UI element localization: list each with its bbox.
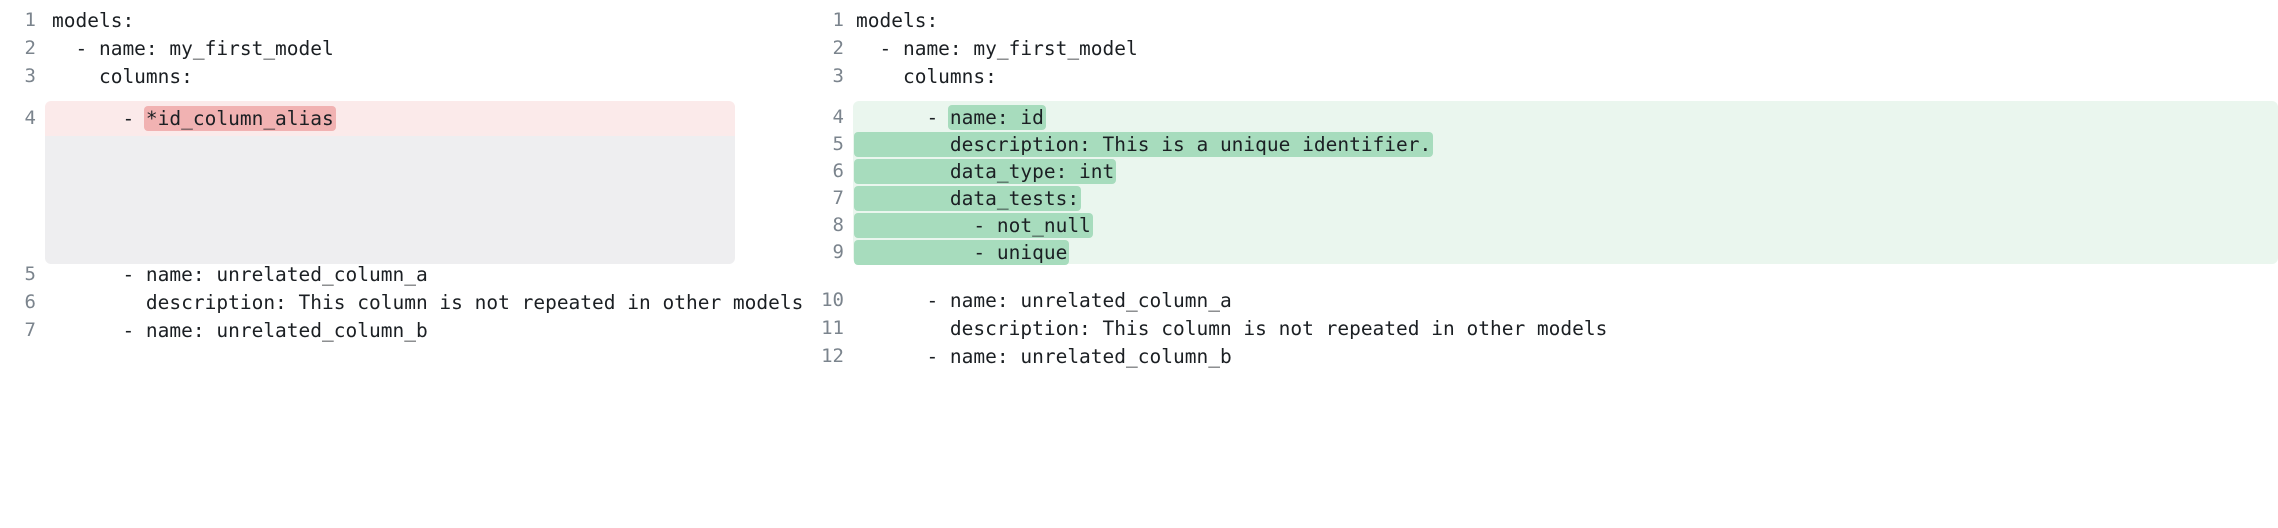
code-line-added[interactable]: 7 data_tests: xyxy=(800,185,2278,212)
added-token: data_type: int xyxy=(854,159,1117,184)
line-number: 6 xyxy=(24,290,36,313)
code-line[interactable]: 10 - name: unrelated_column_a xyxy=(800,286,2278,314)
line-number: 5 xyxy=(832,133,844,155)
line-number: 3 xyxy=(24,64,36,87)
code-line[interactable]: 1 models: xyxy=(800,6,2278,34)
added-token: data_tests: xyxy=(854,186,1082,211)
line-number: 1 xyxy=(24,8,36,31)
code-line[interactable]: 11 description: This column is not repea… xyxy=(800,314,2278,342)
code-line-added[interactable]: 6 data_type: int xyxy=(800,158,2278,185)
removed-placeholder-spacer xyxy=(0,132,800,260)
code-line[interactable]: 3 columns: xyxy=(800,62,2278,90)
line-content: - unique xyxy=(844,239,1070,266)
line-content: - name: unrelated_column_a xyxy=(52,262,428,286)
line-number: 4 xyxy=(832,106,844,128)
line-number: 6 xyxy=(832,160,844,182)
code-line[interactable]: 6 description: This column is not repeat… xyxy=(0,288,804,316)
line-content: models: xyxy=(856,8,939,32)
line-number: 9 xyxy=(832,241,844,263)
code-line[interactable]: 12 - name: unrelated_column_b xyxy=(800,342,2278,370)
line-number: 8 xyxy=(832,214,844,236)
line-content: - name: my_first_model xyxy=(52,36,334,60)
code-line-removed[interactable]: 4 - *id_column_alias xyxy=(0,104,800,132)
line-number: 5 xyxy=(24,262,36,285)
added-token: - unique xyxy=(854,240,1070,265)
removed-placeholder-band xyxy=(45,136,735,264)
line-number: 11 xyxy=(821,316,844,339)
line-content: - name: my_first_model xyxy=(856,36,1138,60)
line-number: 3 xyxy=(832,64,844,87)
line-number: 2 xyxy=(832,36,844,59)
code-line[interactable]: 1 models: xyxy=(0,6,800,34)
code-line-added[interactable]: 8 - not_null xyxy=(800,212,2278,239)
line-content: description: This column is not repeated… xyxy=(52,290,804,314)
line-content: data_tests: xyxy=(844,185,1082,212)
line-prefix: - xyxy=(52,106,146,130)
code-line[interactable]: 7 - name: unrelated_column_b xyxy=(0,316,800,344)
diff-pane-before: 1 models: 2 - name: my_first_model 3 col… xyxy=(0,0,804,528)
line-content: - name: unrelated_column_b xyxy=(52,318,428,342)
added-token: name: id xyxy=(947,105,1046,130)
code-line-added[interactable]: 4 - name: id xyxy=(800,104,2278,131)
code-line-added[interactable]: 9 - unique xyxy=(800,239,2278,266)
line-prefix: - xyxy=(856,106,950,129)
line-content: - not_null xyxy=(844,212,1093,239)
added-token: description: This is a unique identifier… xyxy=(854,132,1434,157)
code-line[interactable]: 3 columns: xyxy=(0,62,800,90)
line-content: description: This is a unique identifier… xyxy=(844,131,1434,158)
line-number: 12 xyxy=(821,344,844,367)
line-content: - name: id xyxy=(844,104,1046,131)
line-content: - name: unrelated_column_b xyxy=(856,344,1232,368)
line-number: 10 xyxy=(821,288,844,311)
line-number: 1 xyxy=(832,8,844,31)
line-number: 2 xyxy=(24,36,36,59)
line-content: columns: xyxy=(52,64,193,88)
line-number: 7 xyxy=(832,187,844,209)
line-content: columns: xyxy=(856,64,997,88)
line-content: description: This column is not repeated… xyxy=(856,316,1608,340)
removed-token: *id_column_alias xyxy=(143,105,336,131)
diff-pane-after: 1 models: 2 - name: my_first_model 3 col… xyxy=(800,0,2278,528)
code-line[interactable]: 2 - name: my_first_model xyxy=(800,34,2278,62)
line-number: 4 xyxy=(24,106,36,129)
line-content: data_type: int xyxy=(844,158,1117,185)
code-line-added[interactable]: 5 description: This is a unique identifi… xyxy=(800,131,2278,158)
line-content: - name: unrelated_column_a xyxy=(856,288,1232,312)
line-number: 7 xyxy=(24,318,36,341)
code-line[interactable]: 5 - name: unrelated_column_a xyxy=(0,260,800,288)
line-content: - *id_column_alias xyxy=(36,105,336,132)
added-token: - not_null xyxy=(854,213,1093,238)
line-content: models: xyxy=(52,8,135,32)
code-line[interactable]: 2 - name: my_first_model xyxy=(0,34,800,62)
